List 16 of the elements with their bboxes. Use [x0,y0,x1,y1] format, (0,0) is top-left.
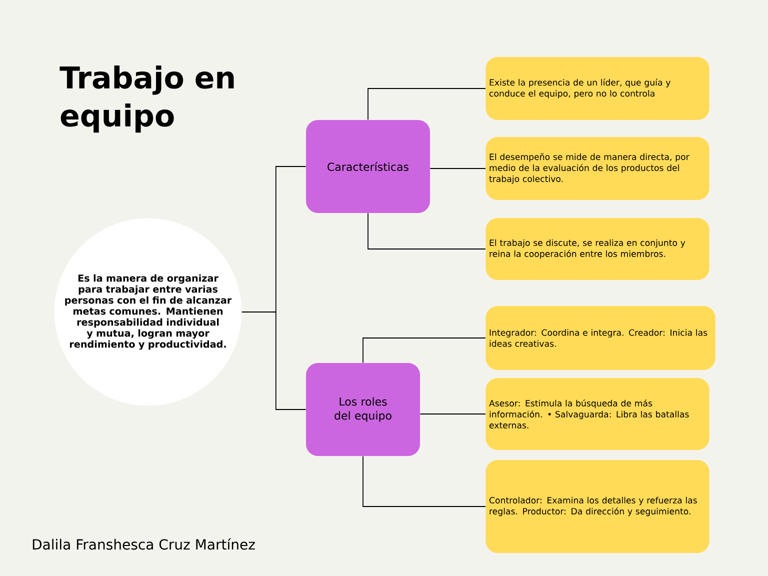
author-name: Dalila Franshesca Cruz Martínez [32,538,255,550]
category-box: Características [306,120,430,213]
category-box: Los roles del equipo [306,363,420,456]
description-box: Asesor: Estimula la búsqueda de más información. • Salvaguarda: Libra las batallas externas. [486,378,710,450]
connector-line [368,88,486,120]
description-box: El trabajo se discute, se realiza en conjunto y reina la cooperación entre los miembros. [486,218,710,280]
connector-line [430,168,486,169]
connector-line [368,212,486,250]
description-box: Integrador: Coordina e integra. Creador: Inicia las ideas creativas. [486,306,716,370]
description-box: Existe la presencia de un líder, que guía y conduce el equipo, pero no lo controla [486,57,710,120]
description-box: El desempeño se mide de manera directa, por medio de la evaluación de los productos del trabajo colectivo. [486,137,710,200]
connector-line [362,338,486,364]
connector-line [241,312,306,410]
title: Trabajo en equipo [60,66,234,133]
description-box: Controlador: Examina los detalles y refuerza las reglas. Productor: Da dirección y seguimiento. [486,460,710,553]
connector-line [362,456,486,507]
